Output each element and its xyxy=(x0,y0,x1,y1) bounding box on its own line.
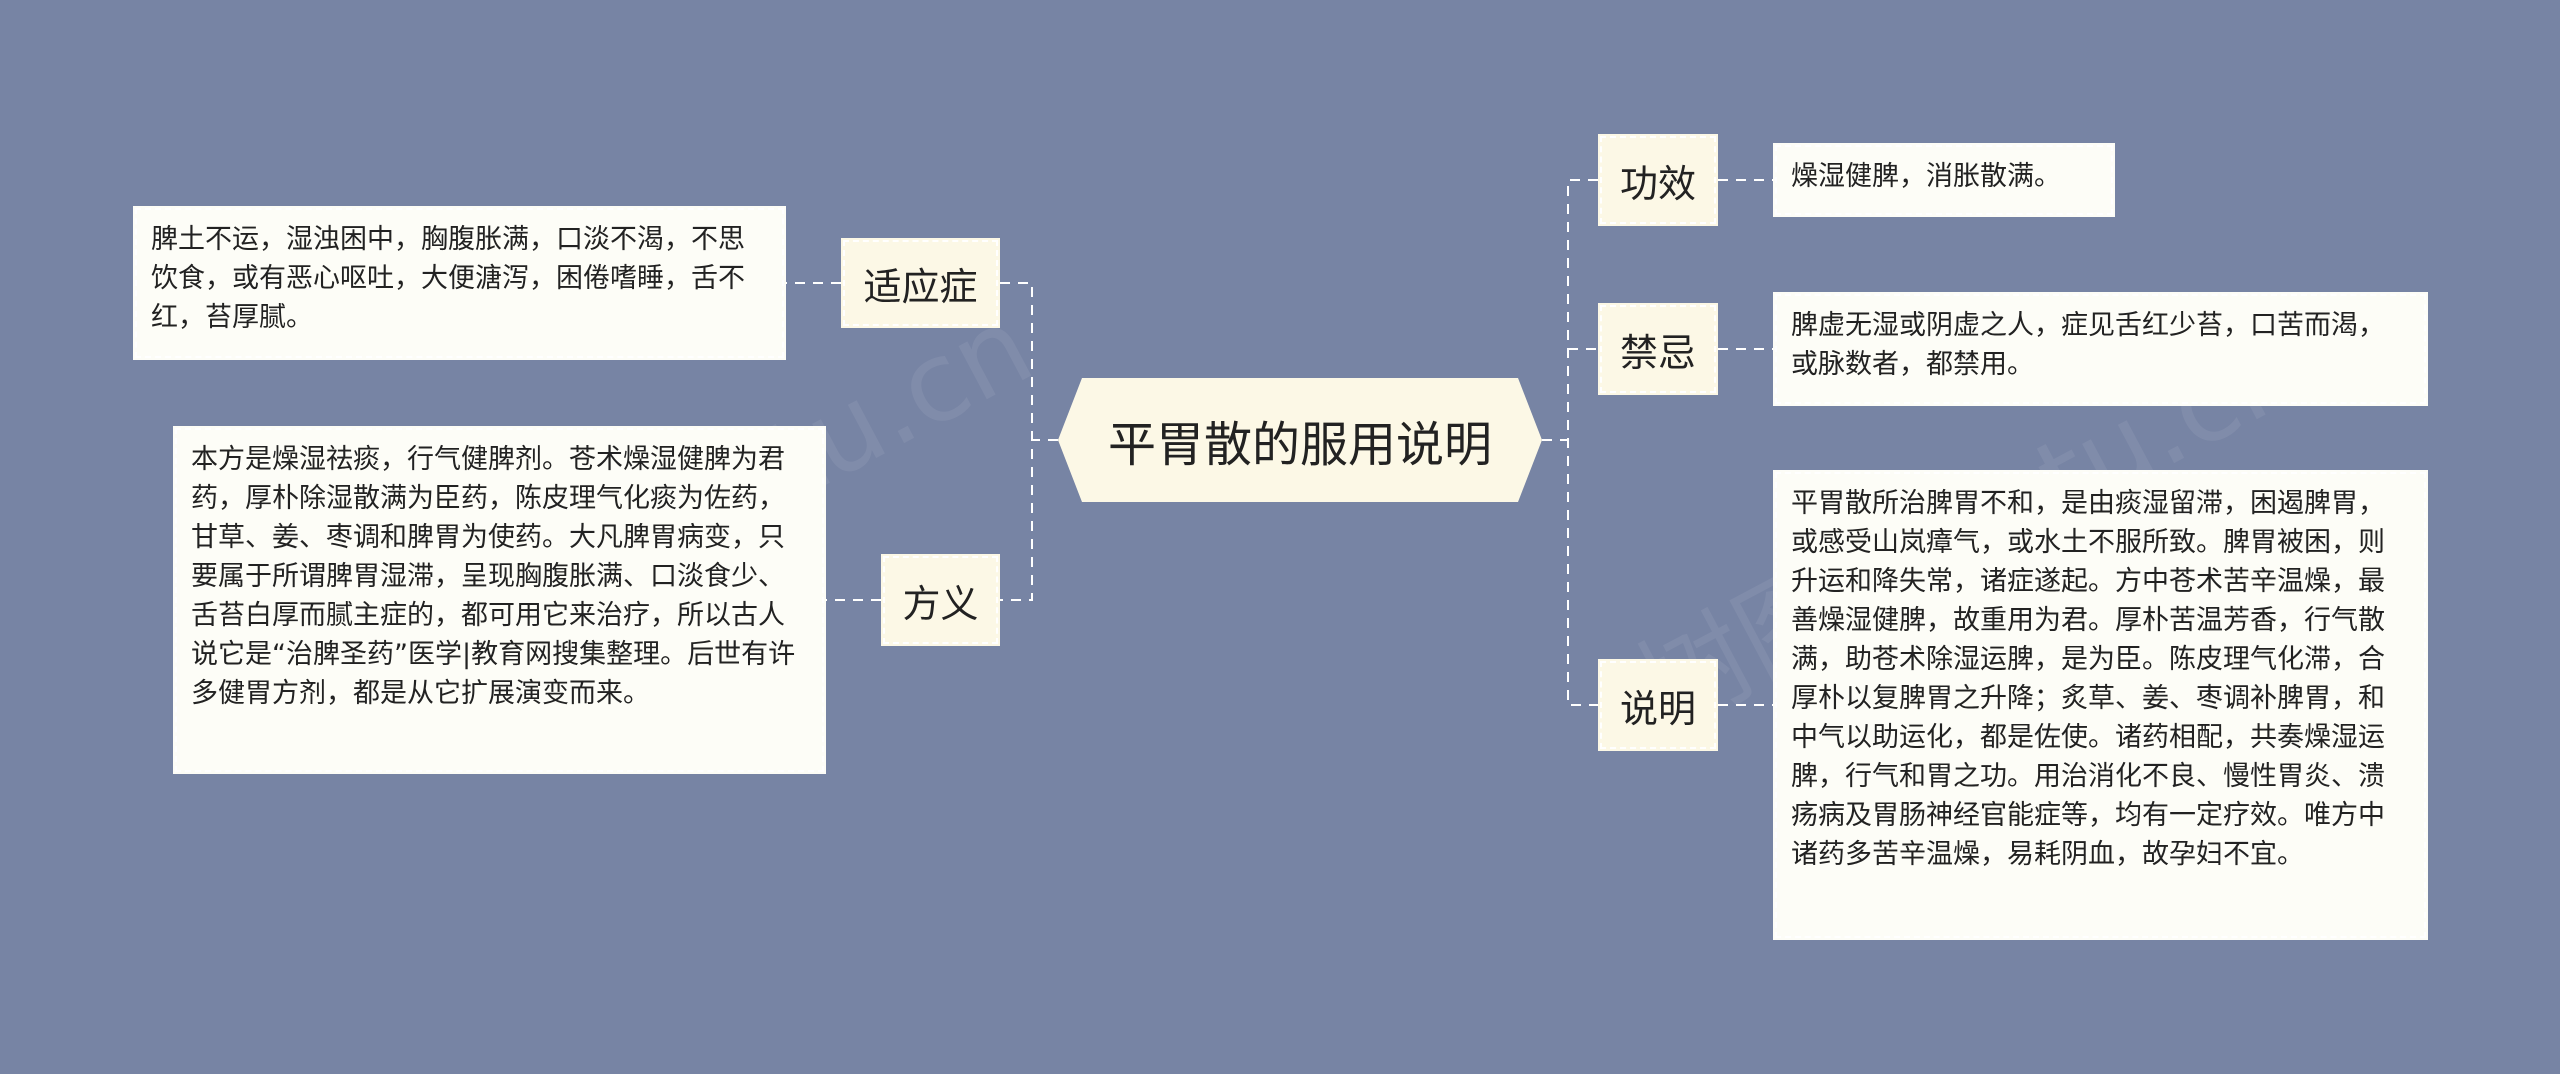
leaf-text: 平胃散所治脾胃不和，是由痰湿留滞，困遏脾胃，或感受山岚瘴气，或水土不服所致。脾胃… xyxy=(1791,488,2385,870)
branch-label: 适应症 xyxy=(863,264,978,309)
branch-label: 方义 xyxy=(902,581,979,626)
leaf-efficacy[interactable]: 燥湿健脾，消胀散满。 xyxy=(1773,143,2115,217)
leaf-indications[interactable]: 脾土不运，湿浊困中，胸腹胀满，口淡不渴，不思饮食，或有恶心呕吐，大便溏泻，困倦嗜… xyxy=(133,206,786,360)
leaf-text: 脾土不运，湿浊困中，胸腹胀满，口淡不渴，不思饮食，或有恶心呕吐，大便溏泻，困倦嗜… xyxy=(151,224,745,333)
branch-indications[interactable]: 适应症 xyxy=(841,238,1000,328)
leaf-text: 燥湿健脾，消胀散满。 xyxy=(1791,161,2061,192)
center-topic-title: 平胃散的服用说明 xyxy=(1107,417,1492,473)
leaf-text: 本方是燥湿祛痰，行气健脾剂。苍术燥湿健脾为君药，厚朴除湿散满为臣药，陈皮理气化痰… xyxy=(191,444,796,709)
branch-label: 禁忌 xyxy=(1619,330,1696,375)
branch-label: 说明 xyxy=(1619,686,1696,731)
branch-notes[interactable]: 说明 xyxy=(1598,659,1718,751)
leaf-contraindications[interactable]: 脾虚无湿或阴虚之人，症见舌红少苔，口苦而渴，或脉数者，都禁用。 xyxy=(1773,292,2428,406)
leaf-text: 脾虚无湿或阴虚之人，症见舌红少苔，口苦而渴，或脉数者，都禁用。 xyxy=(1791,310,2385,380)
branch-efficacy[interactable]: 功效 xyxy=(1598,134,1718,226)
leaf-notes[interactable]: 平胃散所治脾胃不和，是由痰湿留滞，困遏脾胃，或感受山岚瘴气，或水土不服所致。脾胃… xyxy=(1773,470,2428,940)
branch-label: 功效 xyxy=(1619,161,1696,206)
branch-contraindications[interactable]: 禁忌 xyxy=(1598,303,1718,395)
center-topic[interactable]: 平胃散的服用说明 xyxy=(1058,378,1542,502)
branch-formula-meaning[interactable]: 方义 xyxy=(881,554,1000,646)
leaf-formula-meaning[interactable]: 本方是燥湿祛痰，行气健脾剂。苍术燥湿健脾为君药，厚朴除湿散满为臣药，陈皮理气化痰… xyxy=(173,426,826,774)
